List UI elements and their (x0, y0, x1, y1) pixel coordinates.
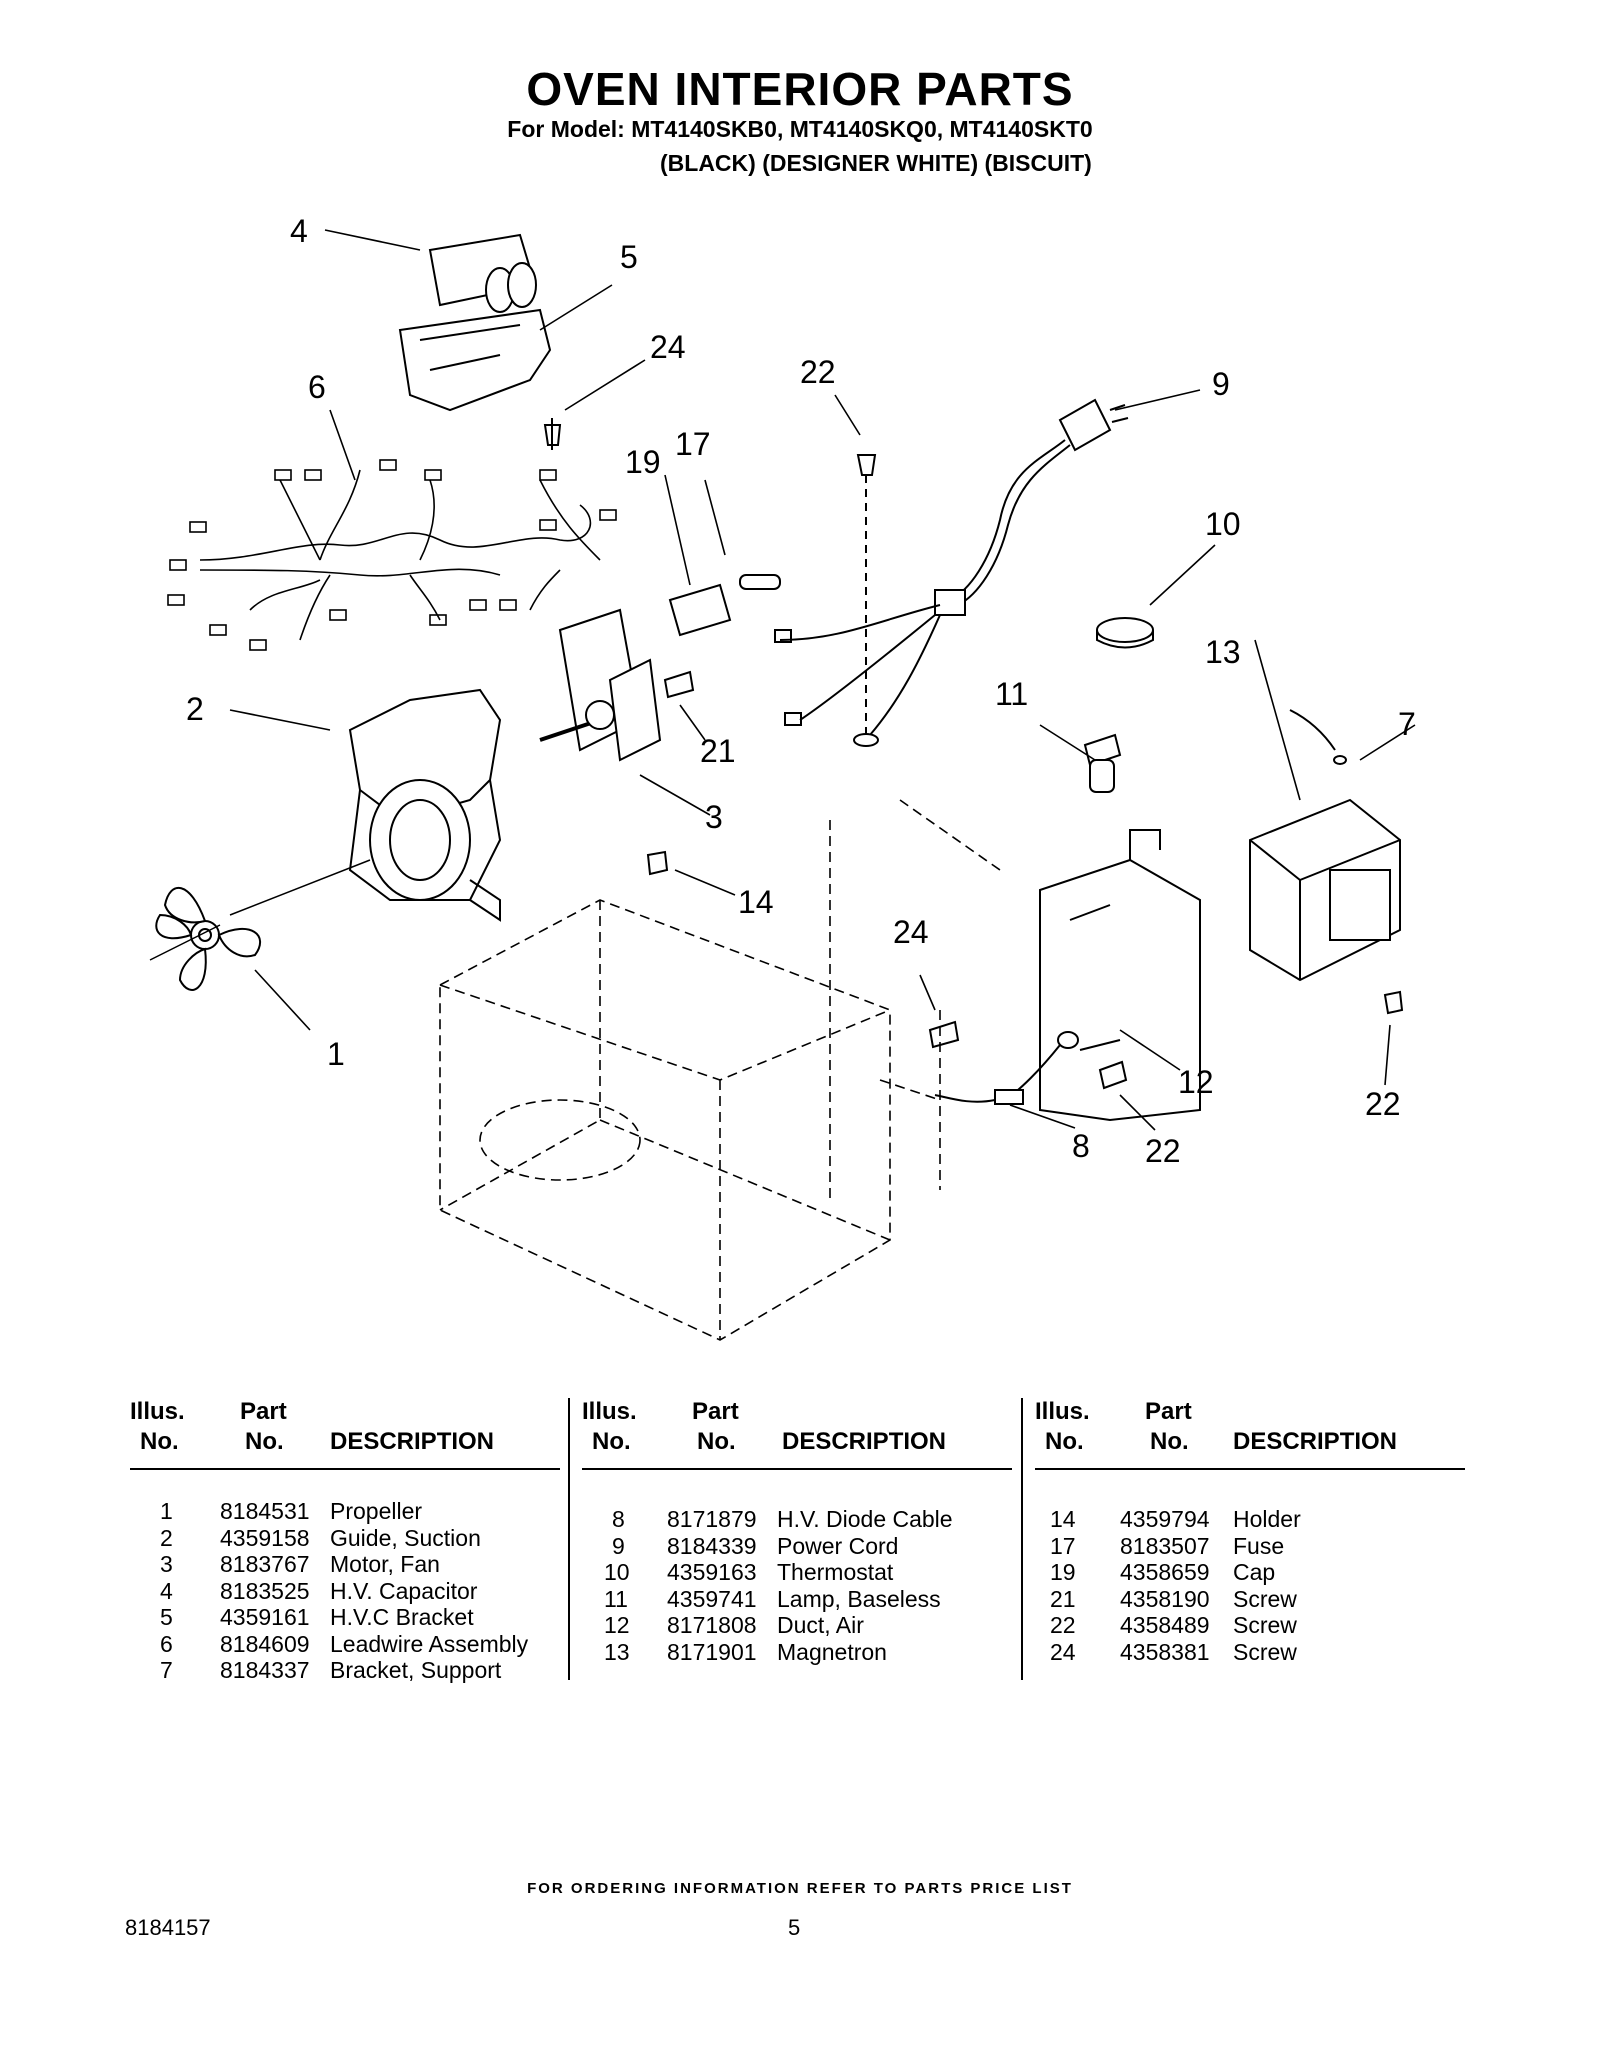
table-header: Illus. No. Part No. DESCRIPTION (130, 1398, 560, 1462)
callout-8: 8 (1072, 1128, 1090, 1164)
leadwire-assembly-part (167, 459, 617, 651)
screw-24-middle-part (928, 1020, 960, 1049)
header-part: Part (240, 1398, 287, 1425)
document-number: 8184157 (125, 1915, 211, 1940)
magnetron-part (1249, 798, 1401, 982)
header-illus: Illus. (130, 1398, 185, 1425)
callout-3: 3 (705, 799, 723, 835)
header-part-no: No. (245, 1428, 284, 1455)
header-illus-no: No. (1045, 1428, 1084, 1455)
header-description: DESCRIPTION (782, 1428, 947, 1455)
header-part: Part (692, 1398, 739, 1425)
header-part: Part (1145, 1398, 1192, 1425)
callout-24-middle: 24 (893, 914, 929, 950)
callout-13: 13 (1205, 634, 1241, 670)
header-rule (130, 1468, 560, 1470)
ordering-note: FOR ORDERING INFORMATION REFER TO PARTS … (527, 1880, 1073, 1897)
callout-14: 14 (738, 884, 774, 920)
column-divider (1021, 1398, 1023, 1680)
hvc-bracket-part (398, 308, 552, 412)
page-number: 5 (788, 1915, 801, 1940)
holder-part (646, 850, 669, 876)
callout-numbers: 4 5 24 6 22 9 19 17 10 13 2 11 7 21 3 14… (186, 213, 1416, 1169)
fan-motor-part (539, 608, 662, 762)
screw-21-part (663, 670, 695, 699)
oven-cavity-outline (439, 799, 1001, 1341)
callout-9: 9 (1212, 366, 1230, 402)
callout-24-top: 24 (650, 329, 686, 365)
callout-11: 11 (995, 676, 1028, 712)
header-illus-no: No. (592, 1428, 631, 1455)
page-title: OVEN INTERIOR PARTS (526, 63, 1074, 115)
header-description: DESCRIPTION (330, 1428, 495, 1455)
callout-4: 4 (290, 213, 308, 249)
table-header: Illus. No. Part No. DESCRIPTION (1035, 1398, 1465, 1462)
callout-17: 17 (675, 426, 711, 462)
callout-12: 12 (1178, 1064, 1214, 1100)
propeller-part (149, 859, 371, 991)
screw-22-middle-part (1098, 1060, 1128, 1090)
callout-10: 10 (1205, 506, 1241, 542)
callout-5: 5 (620, 239, 638, 275)
lamp-part (1083, 733, 1122, 793)
callout-21: 21 (700, 733, 736, 769)
screw-22-top-part (856, 454, 877, 740)
screw-24-top-part (543, 418, 562, 450)
header-illus-no: No. (140, 1428, 179, 1455)
thermostat-part (1096, 617, 1154, 649)
callout-22-right: 22 (1365, 1086, 1401, 1122)
callout-2: 2 (186, 691, 204, 727)
screw-22-right-part (1383, 990, 1404, 1015)
header-illus: Illus. (582, 1398, 637, 1425)
hv-capacitor-part (428, 233, 537, 313)
callout-6: 6 (308, 369, 326, 405)
table-header: Illus. No. Part No. DESCRIPTION (582, 1398, 1012, 1462)
callout-19: 19 (625, 444, 661, 480)
exploded-parts-diagram: 4 5 24 6 22 9 19 17 10 13 2 11 7 21 3 14… (149, 213, 1416, 1341)
hv-diode-cable-part (934, 1031, 1079, 1105)
column-divider (568, 1398, 570, 1680)
model-colors: (BLACK) (DESIGNER WHITE) (BISCUIT) (660, 150, 1092, 176)
model-subtitle: For Model: MT4140SKB0, MT4140SKQ0, MT414… (507, 116, 1093, 142)
callout-22-middle: 22 (1145, 1133, 1181, 1169)
fuse-part (739, 574, 781, 590)
cap-part (668, 583, 732, 637)
header-part-no: No. (1150, 1428, 1189, 1455)
header-rule (582, 1468, 1012, 1470)
header-rule (1035, 1468, 1465, 1470)
power-cord-part (774, 398, 1129, 747)
callout-leader-lines (229, 229, 1416, 1131)
support-bracket-part (1289, 709, 1347, 765)
callout-7: 7 (1398, 706, 1416, 742)
air-duct-part (1039, 829, 1201, 1122)
header-illus: Illus. (1035, 1398, 1090, 1425)
suction-guide-part (348, 688, 502, 922)
callout-22-top: 22 (800, 354, 836, 390)
header-part-no: No. (697, 1428, 736, 1455)
header-description: DESCRIPTION (1233, 1428, 1398, 1455)
callout-1: 1 (327, 1036, 345, 1072)
